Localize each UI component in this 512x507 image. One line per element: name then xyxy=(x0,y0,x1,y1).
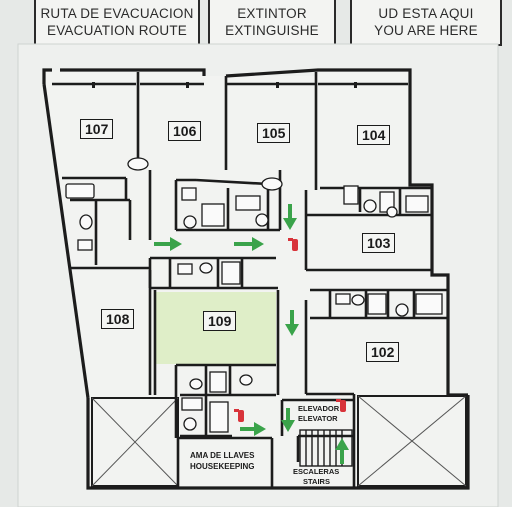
arrow-down-2 xyxy=(285,310,299,336)
housekeeping-label-es: AMA DE LLAVES xyxy=(190,451,255,460)
legend-you-are-here-es: UD ESTA AQUI xyxy=(378,6,474,21)
exterior-walls xyxy=(42,68,470,490)
arrow-up-1 xyxy=(335,438,349,464)
elevator-label-es: ELEVADOR xyxy=(298,404,340,413)
stairs-label-en: STAIRS xyxy=(303,477,330,486)
arrow-right-2 xyxy=(234,237,264,251)
legend-evacuation-route-es: RUTA DE EVACUACION xyxy=(40,6,194,21)
arrow-down-3 xyxy=(281,408,295,432)
extinguisher-icon xyxy=(288,238,298,251)
arrow-down-1 xyxy=(283,204,297,230)
room-103-label: 103 xyxy=(362,233,396,253)
legend-evacuation-route: RUTA DE EVACUACION EVACUATION ROUTE xyxy=(34,0,200,46)
legend-extinguisher: EXTINTOR EXTINGUISHE xyxy=(208,0,336,46)
extinguisher-icon xyxy=(234,409,244,422)
extinguisher-icons xyxy=(234,238,346,422)
elevator-label-en: ELEVATOR xyxy=(298,414,338,423)
legend-you-are-here-en: YOU ARE HERE xyxy=(374,23,478,38)
room-104-label: 104 xyxy=(357,125,391,145)
stairwell-right xyxy=(357,395,467,487)
extinguisher-icon xyxy=(336,399,346,412)
bathroom-fixtures xyxy=(65,157,443,433)
room-102-label: 102 xyxy=(366,342,400,362)
arrow-right-1 xyxy=(154,237,182,251)
room-109-label: 109 xyxy=(203,311,237,331)
stairs-label-es: ESCALERAS xyxy=(293,467,340,476)
room-106-label: 106 xyxy=(168,121,202,141)
room-107-label: 107 xyxy=(80,119,114,139)
legend-extinguisher-en: EXTINGUISHE xyxy=(225,23,319,38)
room-105-label: 105 xyxy=(257,123,291,143)
legend-extinguisher-es: EXTINTOR xyxy=(237,6,307,21)
legend-evacuation-route-en: EVACUATION ROUTE xyxy=(47,23,187,38)
stairs-treads xyxy=(299,429,353,467)
evacuation-arrows xyxy=(154,204,349,464)
door-markers xyxy=(92,82,357,88)
arrow-right-3 xyxy=(240,422,266,436)
room-108-label: 108 xyxy=(101,309,135,329)
housekeeping-label-en: HOUSEKEEPING xyxy=(190,462,255,471)
